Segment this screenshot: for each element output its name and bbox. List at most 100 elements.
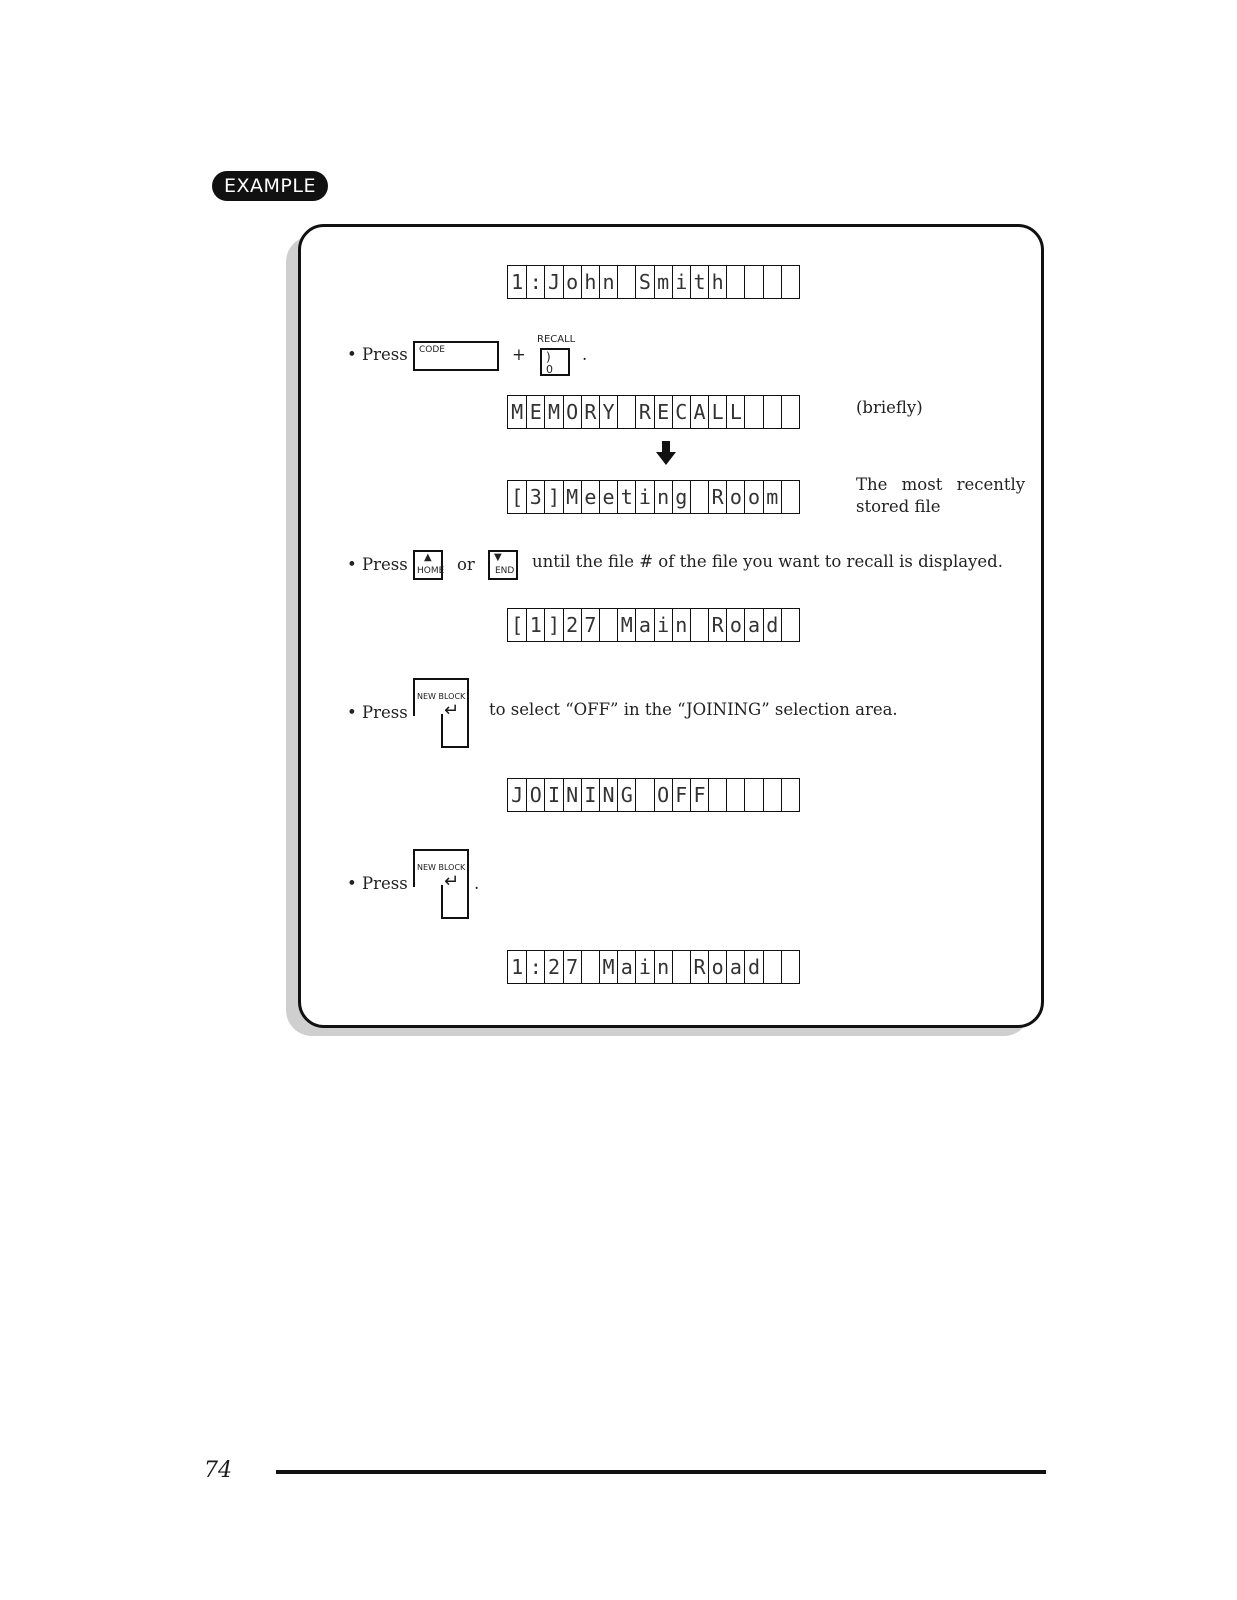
lcd-cell: J	[511, 783, 524, 807]
new-block-key-2[interactable]: NEW BLOCK ↵	[413, 849, 469, 919]
lcd-cell: O	[653, 779, 672, 811]
briefly-note: (briefly)	[856, 398, 923, 417]
lcd-cell	[762, 779, 781, 811]
example-badge: EXAMPLE	[212, 171, 328, 201]
lcd-cell: I	[544, 779, 562, 811]
lcd-cell: o	[726, 609, 744, 641]
lcd-cell	[762, 266, 781, 298]
lcd-cell: O	[526, 779, 544, 811]
lcd-cell	[580, 951, 599, 983]
recall-key-symbol: )	[546, 350, 551, 364]
lcd-cell: I	[580, 779, 599, 811]
footer-rule	[276, 1470, 1046, 1474]
press-label-1: • Press	[347, 345, 408, 364]
lcd-cell: a	[726, 951, 744, 983]
recent-file-note-line2: stored file	[856, 497, 941, 516]
end-key[interactable]: ▼ END	[488, 550, 518, 580]
lcd-cell: o	[708, 951, 726, 983]
lcd-cell: F	[689, 779, 708, 811]
enter-arrow-icon: ↵	[444, 871, 460, 892]
lcd-cell	[708, 779, 726, 811]
lcd-cell: O	[562, 396, 581, 428]
lcd-cell: R	[635, 396, 653, 428]
lcd-cell: L	[708, 396, 726, 428]
lcd-cell	[726, 779, 744, 811]
down-arrow-icon	[656, 441, 676, 465]
period-2: .	[474, 874, 480, 893]
or-label: or	[457, 555, 475, 574]
code-key-label: CODE	[419, 345, 445, 355]
new-block-key-1[interactable]: NEW BLOCK ↵	[413, 678, 469, 748]
lcd-cell: S	[635, 266, 653, 298]
new-block-key-top	[413, 678, 469, 716]
lcd-cell	[762, 951, 781, 983]
lcd-cell: 2	[544, 951, 562, 983]
code-key[interactable]: CODE	[413, 341, 499, 371]
lcd-cell: 1	[526, 609, 544, 641]
lcd-cell: 7	[562, 951, 581, 983]
lcd-cell: M	[598, 951, 617, 983]
lcd-cell: g	[671, 481, 690, 513]
lcd-cell: M	[511, 400, 524, 424]
lcd-cell: :	[526, 951, 544, 983]
lcd-cell: F	[671, 779, 690, 811]
lcd-cell: i	[653, 609, 672, 641]
lcd-cell: L	[726, 396, 744, 428]
lcd-cell	[617, 396, 635, 428]
new-block-key-stem	[441, 885, 469, 919]
recall-zero-key[interactable]: ) 0	[540, 348, 570, 376]
lcd-cell: a	[617, 951, 635, 983]
lcd-cell: o	[744, 481, 762, 513]
lcd-cell: t	[689, 266, 708, 298]
lcd-cell	[780, 266, 799, 298]
lcd-cell	[598, 609, 617, 641]
new-block-label: NEW BLOCK	[417, 863, 466, 872]
recall-label: RECALL	[537, 334, 576, 345]
down-triangle-icon: ▼	[494, 552, 502, 563]
up-triangle-icon: ▲	[424, 552, 432, 563]
home-key[interactable]: ▲ HOME	[413, 550, 444, 580]
step3-text: to select “OFF” in the “JOINING” selecti…	[489, 700, 898, 719]
lcd-cell	[689, 481, 708, 513]
lcd-cell: ]	[544, 609, 562, 641]
lcd-cell	[780, 779, 799, 811]
lcd-cell: e	[598, 481, 617, 513]
lcd-cell: R	[708, 481, 726, 513]
lcd-cell: n	[598, 266, 617, 298]
new-block-key-stem	[441, 714, 469, 748]
lcd-cell: 1	[511, 955, 524, 979]
recent-file-note-line1: The most recently	[856, 475, 1026, 494]
lcd-cell	[780, 609, 799, 641]
enter-arrow-icon: ↵	[444, 700, 460, 721]
lcd-cell: G	[617, 779, 635, 811]
lcd-cell: R	[580, 396, 599, 428]
lcd-cell: o	[726, 481, 744, 513]
lcd-cell	[780, 951, 799, 983]
lcd-cell: E	[526, 396, 544, 428]
new-block-label: NEW BLOCK	[417, 692, 466, 701]
lcd-cell	[744, 779, 762, 811]
new-block-key-top	[413, 849, 469, 887]
lcd-cell: i	[635, 951, 653, 983]
lcd-cell: [	[511, 613, 524, 637]
lcd-cell: m	[653, 266, 672, 298]
lcd-cell	[726, 266, 744, 298]
lcd-cell: :	[526, 266, 544, 298]
lcd-cell: R	[689, 951, 708, 983]
lcd-cell: n	[671, 609, 690, 641]
lcd-cell: J	[544, 266, 562, 298]
lcd-cell: ]	[544, 481, 562, 513]
lcd-cell: 3	[526, 481, 544, 513]
lcd-cell: Y	[598, 396, 617, 428]
lcd-cell	[671, 951, 690, 983]
lcd-cell: 7	[580, 609, 599, 641]
lcd-cell: a	[635, 609, 653, 641]
lcd-cell	[617, 266, 635, 298]
recall-key-zero: 0	[546, 363, 553, 376]
lcd-cell: i	[671, 266, 690, 298]
recent-file-note: The most recently stored file	[856, 474, 1025, 518]
